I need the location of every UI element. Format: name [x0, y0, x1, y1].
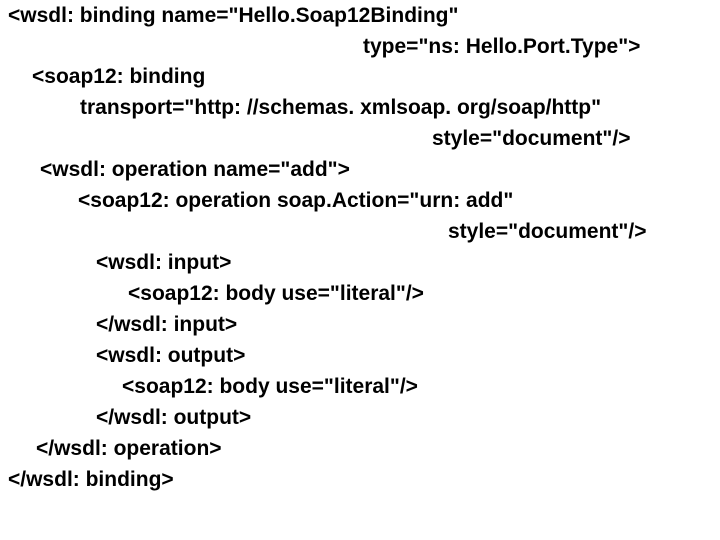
code-line-binding-style: style="document"/>	[432, 127, 631, 150]
code-line-operation-close: </wsdl: operation>	[36, 437, 222, 460]
code-line-input-open: <wsdl: input>	[96, 251, 232, 274]
code-line-binding-open: <wsdl: binding name="Hello.Soap12Binding…	[8, 4, 459, 27]
code-line-output-close: </wsdl: output>	[96, 406, 252, 429]
code-line-soap-operation: <soap12: operation soap.Action="urn: add…	[78, 189, 514, 212]
code-line-operation-style: style="document"/>	[448, 220, 647, 243]
code-line-soap-binding: <soap12: binding	[32, 65, 206, 88]
code-line-output-open: <wsdl: output>	[96, 344, 246, 367]
code-line-output-body: <soap12: body use="literal"/>	[122, 375, 418, 398]
code-line-binding-close: </wsdl: binding>	[8, 468, 174, 491]
code-line-operation-open: <wsdl: operation name="add">	[40, 158, 350, 181]
code-line-input-body: <soap12: body use="literal"/>	[128, 282, 424, 305]
code-line-transport: transport="http: //schemas. xmlsoap. org…	[80, 96, 602, 119]
code-line-binding-type: type="ns: Hello.Port.Type">	[363, 35, 641, 58]
code-line-input-close: </wsdl: input>	[96, 313, 238, 336]
